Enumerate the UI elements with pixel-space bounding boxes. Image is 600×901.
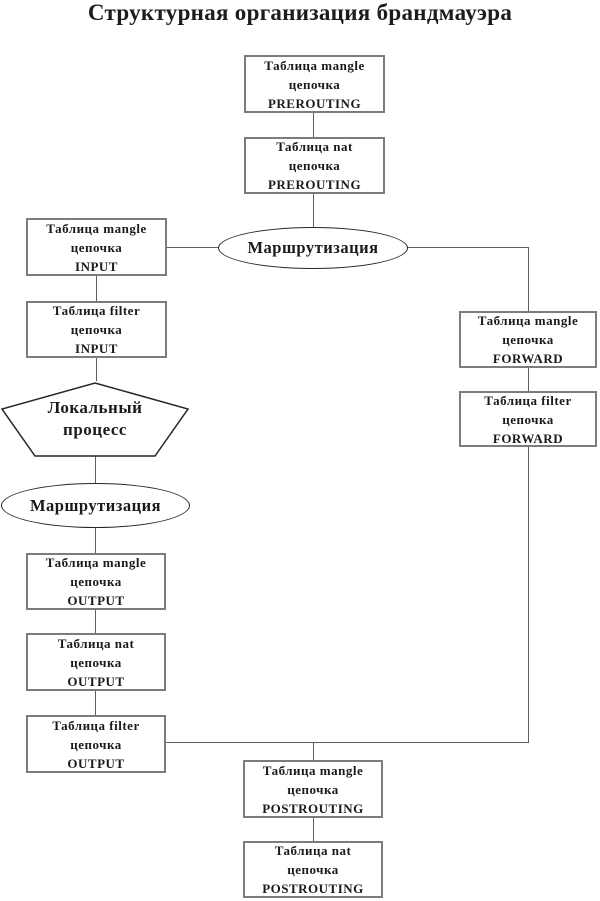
node-nat-prerouting: Таблица nat цепочка PREROUTING <box>244 137 385 194</box>
node-filter-output: Таблица filter цепочка OUTPUT <box>26 715 166 773</box>
connector-nat-output-to-filter-output <box>95 691 96 715</box>
node-mangle-prerouting: Таблица mangle цепочка PREROUTING <box>244 55 385 113</box>
connector-merge-horizontal <box>166 742 529 743</box>
connector-prerouting-mangle-to-nat <box>313 113 314 137</box>
connector-routing-to-mangle-input <box>167 247 219 248</box>
node-filter-forward: Таблица filter цепочка FORWARD <box>459 391 597 447</box>
connector-routing-to-forward-vertical <box>528 247 529 311</box>
node-nat-postrouting: Таблица nat цепочка POSTROUTING <box>243 841 383 898</box>
node-mangle-input: Таблица mangle цепочка INPUT <box>26 218 167 276</box>
connector-merge-to-mangle-postrouting <box>313 743 314 760</box>
pentagon-shape-icon <box>0 382 190 457</box>
node-mangle-forward: Таблица mangle цепочка FORWARD <box>459 311 597 368</box>
connector-postrouting-mangle-to-nat <box>313 818 314 841</box>
node-mangle-postrouting: Таблица mangle цепочка POSTROUTING <box>243 760 383 818</box>
node-mangle-output: Таблица mangle цепочка OUTPUT <box>26 553 166 610</box>
connector-prerouting-nat-to-routing <box>313 194 314 228</box>
connector-local-process-to-routing <box>95 456 96 483</box>
local-process-label: Локальный процесс <box>47 398 143 439</box>
connector-routing-to-forward-horizontal <box>407 247 528 248</box>
connector-filter-input-to-local-process <box>96 358 97 381</box>
diagram-title: Структурная организация брандмауэра <box>87 0 513 25</box>
node-routing-decision-left: Маршрутизация <box>1 483 190 528</box>
node-nat-output: Таблица nat цепочка OUTPUT <box>26 633 166 691</box>
connector-mangle-input-to-filter-input <box>96 276 97 301</box>
connector-mangle-forward-to-filter-forward <box>528 368 529 391</box>
node-filter-input: Таблица filter цепочка INPUT <box>26 301 167 358</box>
connector-routing-to-mangle-output <box>95 527 96 553</box>
node-local-process: Локальный процесс <box>0 380 190 458</box>
connector-mangle-output-to-nat-output <box>95 610 96 633</box>
connector-filter-forward-down <box>528 447 529 742</box>
node-routing-decision-top: Маршрутизация <box>218 227 408 269</box>
